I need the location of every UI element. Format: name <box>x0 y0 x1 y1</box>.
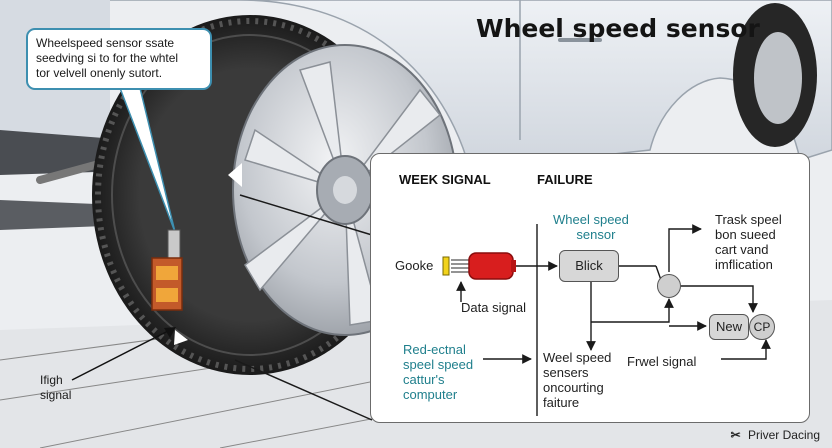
gooke-label: Gooke <box>395 258 434 273</box>
new-box: New <box>709 314 749 340</box>
red-sensor <box>468 252 514 280</box>
brand-text: Priver Dacing <box>747 428 820 442</box>
computer-line: cattur's <box>403 372 445 387</box>
red-sensor-cap <box>511 260 516 272</box>
failure-line: oncourting <box>543 380 604 395</box>
signal-arrow <box>591 298 674 323</box>
sensor-wires <box>451 259 469 273</box>
rotation-arrow-icon <box>228 163 242 187</box>
road-line <box>39 379 381 448</box>
brand-mark: ✂ Priver Dacing <box>731 428 820 442</box>
callout-line: Wheelspeed sensor ssate <box>36 36 175 50</box>
track-speed-line: Trask speel <box>715 212 782 227</box>
sensor-light <box>156 266 178 280</box>
data-signal-label: Data signal <box>461 300 527 315</box>
brand-logo-icon: ✂ <box>730 428 741 442</box>
computer-line: Red-ectnal <box>403 342 466 357</box>
arrow-head-icon <box>164 327 176 338</box>
sensor-stem <box>167 229 181 261</box>
panel-wiring <box>442 224 771 416</box>
signal-arrow <box>681 285 758 313</box>
rotation-arrow-icon <box>174 330 188 345</box>
sensor-connector <box>442 256 450 276</box>
computer-label: Red-ectnal speel speed cattur's computer <box>403 342 473 402</box>
failure-description-label: Weel speed sensers oncourting faiture <box>543 350 611 410</box>
frwel-signal-label: Frwel signal <box>627 354 697 369</box>
signal-failure-panel: WEEK SIGNAL FAILURE Wheel speed sensor G… <box>370 153 810 423</box>
failure-line: sensers <box>543 365 589 380</box>
cp-circle: CP <box>749 314 775 340</box>
high-signal-line: Ifigh <box>40 373 63 387</box>
rear-rim <box>754 32 802 124</box>
diagram-title: Wheel speed sensor <box>476 14 760 43</box>
sensor-light <box>156 288 178 302</box>
wheel-speed-sensor-label: Wheel speed sensor <box>553 212 629 242</box>
failure-line: faiture <box>543 395 580 410</box>
computer-line: speel speed <box>403 357 474 372</box>
junction-circle <box>657 274 681 298</box>
panel-pointer-line <box>239 194 373 236</box>
signal-arrow <box>721 339 771 360</box>
computer-line: computer <box>403 387 458 402</box>
failure-header: FAILURE <box>537 172 593 187</box>
block-box: Blick <box>559 250 619 282</box>
sensor-label-line: sensor <box>576 227 616 242</box>
callout-line: tor velvell onenly sutort. <box>36 66 163 80</box>
panel-pointer-line <box>234 359 373 421</box>
sensor-label-line: Wheel speed <box>553 212 629 227</box>
track-speed-line: bon sueed <box>715 227 776 242</box>
callout-box: Wheelspeed sensor ssate seedving si to f… <box>26 28 212 90</box>
signal-pointer-line <box>71 329 171 381</box>
callout-line: seedving si to for the whtel <box>36 51 179 65</box>
hub-cap <box>333 176 357 204</box>
track-speed-label: Trask speel bon sueed cart vand imflicat… <box>715 212 782 272</box>
failure-line: Weel speed <box>543 350 612 365</box>
week-signal-header: WEEK SIGNAL <box>399 172 491 187</box>
track-speed-line: cart vand <box>715 242 769 257</box>
high-signal-line: signal <box>40 388 72 402</box>
wheel-speed-sensor <box>151 257 183 311</box>
high-signal-label: Ifigh signal <box>40 373 71 403</box>
signal-arrow <box>668 224 702 272</box>
track-speed-line: imflication <box>715 257 773 272</box>
